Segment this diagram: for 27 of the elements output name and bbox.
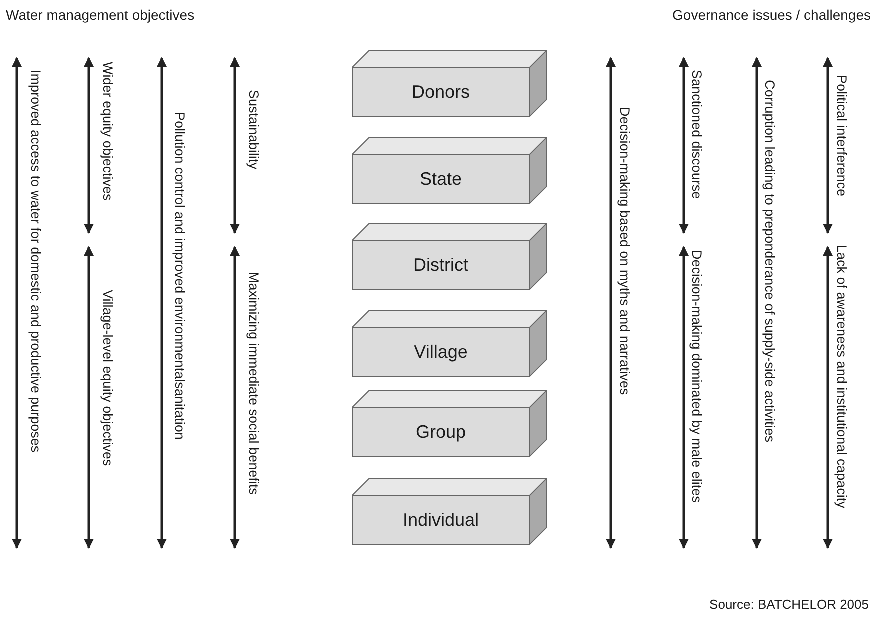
level-block	[352, 223, 547, 290]
rotated-label: Decision-making dominated by male elites	[690, 250, 704, 503]
column-heading: Water management objectives	[6, 8, 195, 22]
rotated-label: Sustainability	[247, 90, 260, 170]
rotated-label: Decision-making based on myths and narratives	[618, 107, 632, 396]
rotated-label: Political interference	[835, 75, 848, 197]
rotated-label: Corruption leading to preponderance of supply-side activities	[763, 80, 776, 442]
rotated-label: Lack of awareness and institutional capacity	[835, 245, 848, 508]
level-name: Individual	[402, 511, 480, 529]
level-name: Village	[413, 343, 469, 361]
level-name: District	[412, 256, 470, 274]
source-note: Source: BATCHELOR 2005	[710, 598, 869, 611]
rotated-label: Wider equity objectives	[101, 62, 114, 201]
level-block	[352, 478, 547, 545]
column-heading: Governance issues / challenges	[672, 8, 871, 22]
rotated-label: Village-level equity objectives	[101, 290, 114, 466]
level-block	[352, 50, 547, 117]
level-name: State	[418, 170, 464, 188]
level-block	[352, 137, 547, 204]
rotated-label: Sanctioned discourse	[690, 70, 704, 200]
rotated-label: Improved access to water for domestic and productive purposes	[29, 70, 42, 453]
level-name: Group	[414, 423, 468, 441]
rotated-label: Pollution control and improved environmentalsanitation	[173, 112, 186, 440]
level-name: Donors	[410, 83, 472, 101]
level-block	[352, 390, 547, 457]
level-block	[352, 310, 547, 377]
rotated-label: Maximizing immediate social benefits	[247, 272, 260, 495]
